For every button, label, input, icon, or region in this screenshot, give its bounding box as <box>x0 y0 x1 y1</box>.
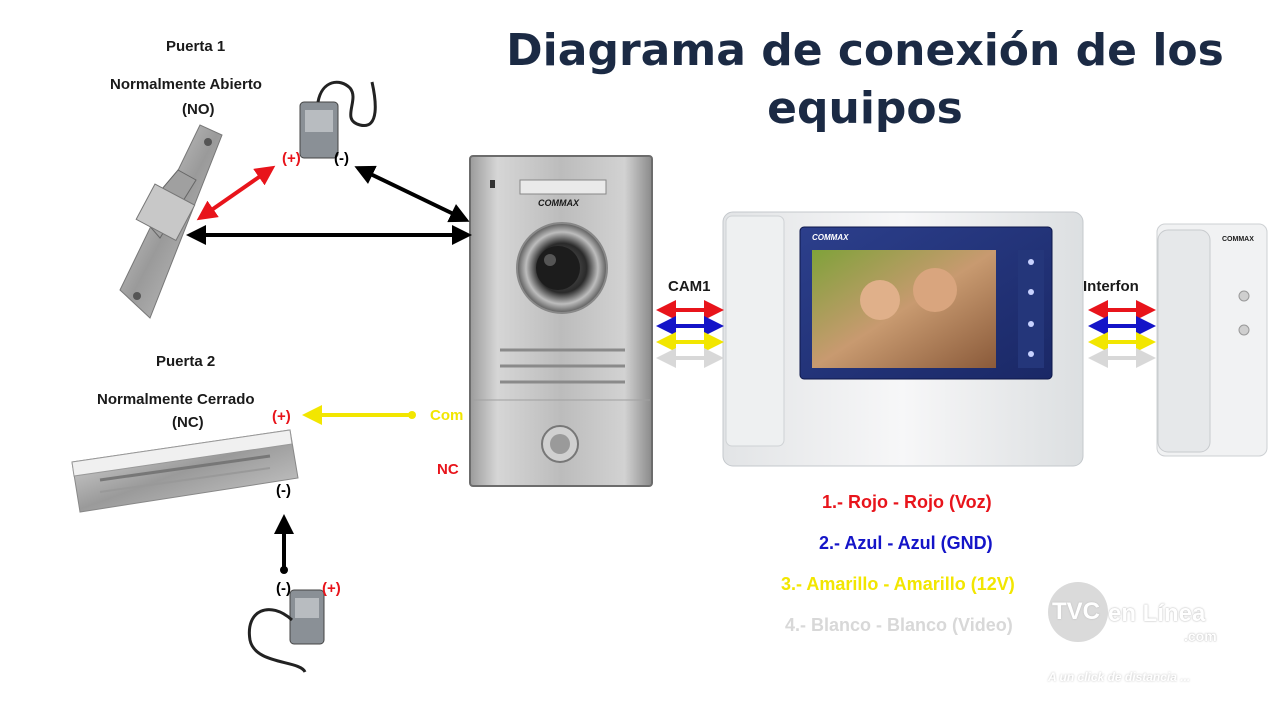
magnetic-lock <box>71 429 299 513</box>
puerta2-abbr: (NC) <box>172 414 204 431</box>
page-title: Diagrama de conexión de los equipos <box>470 22 1260 138</box>
maglock-minus-label: (-) <box>276 482 291 499</box>
maglock-plus-label: (+) <box>272 408 291 425</box>
legend-item-2: 2.- Azul - Azul (GND) <box>819 533 993 553</box>
adapter2-minus-label: (-) <box>276 580 291 597</box>
com-terminal-label: Com <box>430 407 464 424</box>
interfon-label: Interfon <box>1083 278 1139 295</box>
puerta2-heading: Puerta 2 <box>156 353 216 370</box>
watermark-brand-b: en Línea <box>1108 600 1206 627</box>
title-line-2: equipos <box>767 83 963 134</box>
black-wire-p1-adapter <box>354 165 470 223</box>
red-wire-p1 <box>196 165 276 221</box>
legend-item-4: 4.- Blanco - Blanco (Video) <box>785 615 1013 635</box>
com-terminal-dot <box>408 411 416 419</box>
cam1-label: CAM1 <box>668 278 711 295</box>
adapter2-terminal-dot <box>280 566 288 574</box>
puerta1-abbr: (NO) <box>182 101 215 118</box>
watermark-tagline: A un click de distancia ... <box>1048 670 1191 684</box>
video-monitor <box>722 211 1084 467</box>
electric-strike-lock <box>119 124 223 319</box>
legend-item-1: 1.- Rojo - Rojo (Voz) <box>822 492 992 512</box>
puerta1-heading: Puerta 1 <box>166 38 226 55</box>
watermark-brand-a: TVC <box>1052 598 1100 625</box>
door-camera-panel <box>469 155 653 487</box>
adapter1-minus-label: (-) <box>334 150 349 167</box>
camera-brand-label: COMMAX <box>538 198 579 208</box>
interphone-handset <box>1156 223 1268 457</box>
puerta2-type: Normalmente Cerrado <box>97 391 255 408</box>
legend-item-3: 3.- Amarillo - Amarillo (12V) <box>781 574 1015 594</box>
title-line-1: Diagrama de conexión de los <box>506 25 1224 76</box>
handset-brand-label: COMMAX <box>1222 236 1254 243</box>
watermark-domain: .com <box>1184 628 1217 644</box>
power-adapter-2 <box>247 589 325 673</box>
monitor-brand-label: COMMAX <box>812 233 849 242</box>
adapter2-plus-label: (+) <box>322 580 341 597</box>
watermark-logo-circle <box>1048 582 1108 642</box>
puerta1-type: Normalmente Abierto <box>110 76 262 93</box>
nc-terminal-label: NC <box>437 461 459 478</box>
adapter1-plus-label: (+) <box>282 150 301 167</box>
power-adapter-1 <box>299 80 377 159</box>
